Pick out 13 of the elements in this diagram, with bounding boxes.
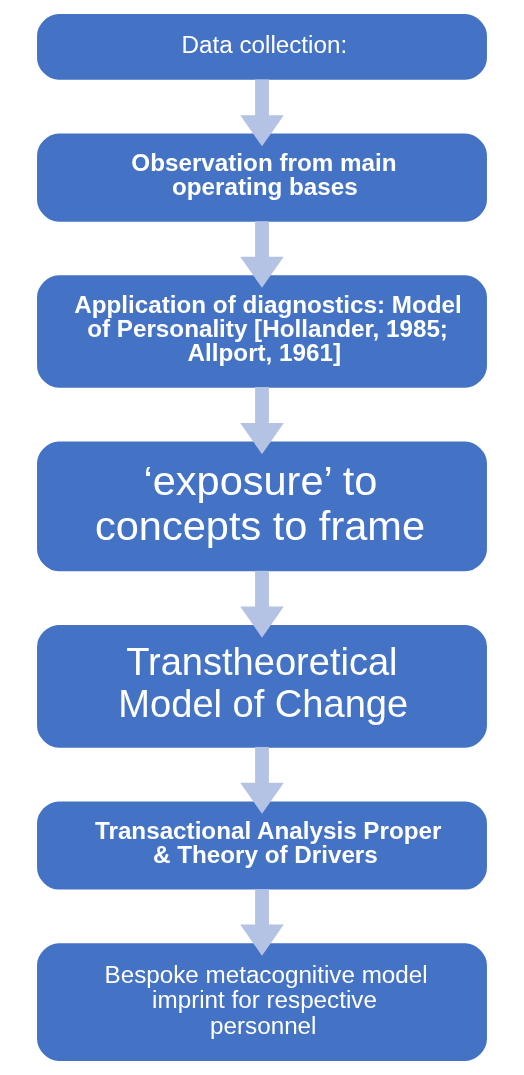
arrow [240,746,284,814]
arrow [240,570,284,638]
arrow [240,79,284,147]
node-box: Transtheoretical Model of Change [37,624,487,748]
node-box: Application of diagnostics: Model of Personality [Hollander, 1985; Allport, 1961] [37,275,487,388]
arrow [240,387,284,455]
arrow [240,889,284,956]
arrow [240,221,284,288]
node-box: Observation from main operating bases [37,133,487,222]
node-box: Transactional Analysis Proper & Theory of Drivers [37,801,487,890]
node-box: Data collection: [37,14,487,80]
node-box: ‘exposure’ to concepts to frame [37,441,487,572]
node-box: Bespoke metacognitive model imprint for respective personnel [37,943,487,1061]
